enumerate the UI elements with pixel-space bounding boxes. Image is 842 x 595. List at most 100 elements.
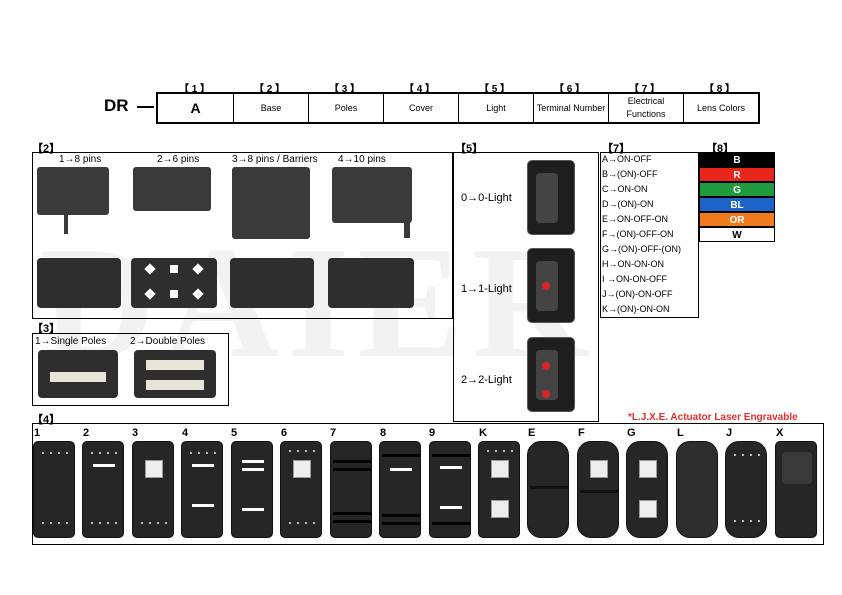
cover-label-g: G	[627, 427, 636, 439]
code-cell-series: A	[190, 99, 201, 116]
cover-image-8	[379, 441, 421, 538]
base-1-bottom-image	[37, 258, 121, 308]
cover-label-6: 6	[281, 427, 288, 439]
double-pole-image	[134, 350, 216, 398]
poles-option-1: 1→Single Poles	[35, 336, 107, 347]
cover-image-1	[33, 441, 75, 538]
cover-label-7: 7	[330, 427, 337, 439]
cover-image-k	[478, 441, 520, 538]
lens-color-green: G	[699, 182, 775, 197]
light-panel	[453, 152, 599, 422]
function-i: I →ON-ON-OFF	[602, 274, 667, 284]
code-prefix: DR	[104, 96, 129, 115]
light-option-0: 0→0-Light	[461, 192, 512, 204]
base-option-3: 3→8 pins / Barriers	[232, 154, 318, 165]
function-f: F→(ON)-OFF-ON	[602, 229, 674, 239]
poles-option-2: 2→Double Poles	[130, 336, 206, 347]
cover-image-e	[527, 441, 569, 538]
function-b: B→(ON)-OFF	[602, 169, 658, 179]
function-j: J→(ON)-ON-OFF	[602, 289, 673, 299]
cover-panel	[32, 423, 824, 545]
single-pole-contact	[50, 372, 106, 382]
lens-color-blue: BL	[699, 197, 775, 212]
code-cell-terminal: Terminal Number	[533, 94, 608, 122]
lens-color-red: R	[699, 167, 775, 182]
poles-panel	[32, 333, 229, 406]
cover-image-9	[429, 441, 471, 538]
code-header-8: 【 8 】	[703, 84, 736, 95]
double-pole-contact	[146, 360, 204, 370]
base-option-1: 1→8 pins	[59, 154, 102, 165]
cover-image-6	[280, 441, 322, 538]
cover-image-2	[82, 441, 124, 538]
light-option-2: 2→2-Light	[461, 374, 512, 386]
function-g: G→(ON)-OFF-(ON)	[602, 244, 681, 254]
cover-image-7	[330, 441, 372, 538]
code-header-6: 【 6 】	[553, 84, 586, 95]
base-option-2: 2→6 pins	[157, 154, 200, 165]
cover-label-5: 5	[231, 427, 238, 439]
base-2-side-image	[133, 167, 211, 211]
lens-color-black: B	[699, 152, 775, 167]
light-option-1: 1→1-Light	[461, 283, 512, 295]
cover-label-9: 9	[429, 427, 436, 439]
code-cell-light: Light	[458, 94, 533, 122]
base-2-terminal	[170, 290, 178, 298]
function-h: H→ON-ON-ON	[602, 259, 664, 269]
cover-image-g	[626, 441, 668, 538]
base-4-side-image	[332, 167, 412, 223]
cover-label-l: L	[677, 427, 684, 439]
base-4-pin	[404, 218, 410, 238]
red-led	[542, 362, 550, 370]
code-header-2: 【 2 】	[253, 84, 286, 95]
base-1-side-image	[37, 167, 109, 215]
function-k: K→(ON)-ON-ON	[602, 304, 670, 314]
function-c: C→ON-ON	[602, 184, 648, 194]
cover-label-3: 3	[132, 427, 139, 439]
cover-label-x: X	[776, 427, 784, 439]
prefix-dash	[137, 106, 154, 108]
cover-label-2: 2	[83, 427, 90, 439]
functions-panel	[600, 152, 699, 318]
function-d: D→(ON)-ON	[602, 199, 654, 209]
base-1-pin	[64, 214, 68, 234]
laser-engraving-note: *L.J.X.E. Actuator Laser Engravable	[628, 412, 798, 423]
double-pole-contact	[146, 380, 204, 390]
cover-label-4: 4	[182, 427, 189, 439]
cover-label-8: 8	[380, 427, 387, 439]
switch-1-light-image	[527, 248, 575, 323]
code-header-7: 【 7 】	[628, 84, 661, 95]
cover-image-f	[577, 441, 619, 538]
cover-image-x	[775, 441, 817, 538]
code-cell-lens: Lens Colors	[683, 94, 758, 122]
cover-image-3	[132, 441, 174, 538]
code-cell-poles: Poles	[308, 94, 383, 122]
code-table: A Base Poles Cover Light Terminal Number…	[156, 92, 760, 124]
lens-color-orange: OR	[699, 212, 775, 227]
base-option-4: 4→10 pins	[338, 154, 386, 165]
lens-color-white: W	[699, 227, 775, 242]
code-cell-base: Base	[233, 94, 308, 122]
switch-0-light-image	[527, 160, 575, 235]
code-header-4: 【 4 】	[403, 84, 436, 95]
code-cell-functions: Electrical Functions	[608, 94, 683, 122]
cover-image-j	[725, 441, 767, 538]
poles-section-label: 【3】	[32, 323, 61, 335]
base-2-terminal	[170, 265, 178, 273]
cover-label-f: F	[578, 427, 585, 439]
base-4-bottom-image	[328, 258, 414, 308]
code-header-3: 【 3 】	[328, 84, 361, 95]
switch-2-light-image	[527, 337, 575, 412]
code-cell-cover: Cover	[383, 94, 458, 122]
red-led	[542, 282, 550, 290]
base-3-side-image	[232, 167, 310, 239]
cover-label-k: K	[479, 427, 487, 439]
code-header-1: 【 1 】	[178, 84, 211, 95]
base-3-bottom-image	[230, 258, 314, 308]
cover-image-5	[231, 441, 273, 538]
cover-image-4	[181, 441, 223, 538]
code-header-5: 【 5 】	[478, 84, 511, 95]
red-led	[542, 390, 550, 398]
cover-image-l	[676, 441, 718, 538]
cover-label-e: E	[528, 427, 536, 439]
